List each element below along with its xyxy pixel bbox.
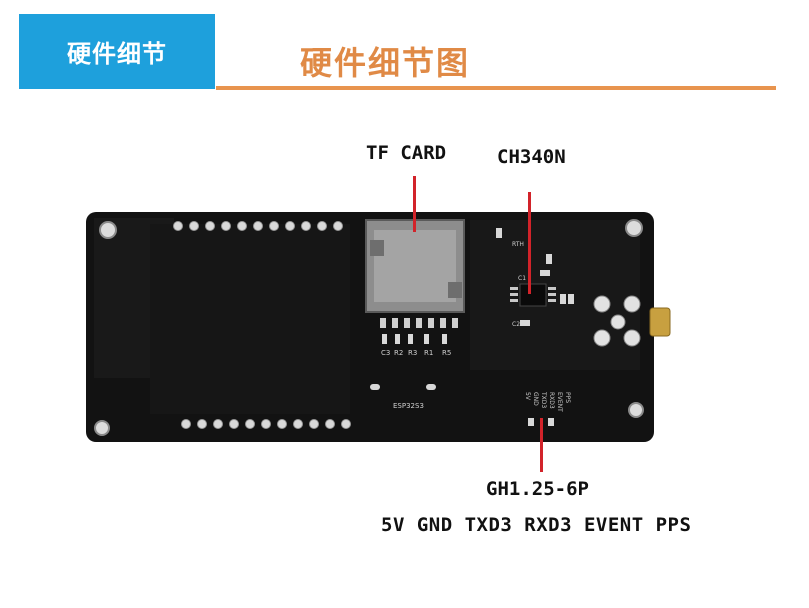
pcb-trace-area <box>150 224 350 414</box>
page-title: 硬件细节图 <box>300 44 471 82</box>
ch340n-silk: RTH C1 C2 <box>512 241 526 328</box>
section-tag: 硬件细节 <box>19 14 215 89</box>
passive-components <box>382 334 447 344</box>
silk-c2: C2 <box>512 321 520 328</box>
tf-card-label: TF CARD <box>366 142 447 164</box>
silk-pin-txd3: TXD3 <box>540 391 547 408</box>
silk-c3: C3 <box>381 349 390 357</box>
mounting-holes <box>94 219 644 436</box>
ch340n-label: CH340N <box>497 146 566 168</box>
silk-pin-rxd3: RXD3 <box>548 392 555 409</box>
gh-connector-label: GH1.25-6P <box>486 478 589 500</box>
silk-c1: C1 <box>518 275 526 282</box>
gh-connector-pads <box>528 418 554 426</box>
gh-pin-silk: 5V GND TXD3 RXD3 EVENT PPS <box>524 391 571 412</box>
silk-r3: R3 <box>408 349 417 357</box>
ch340n-chip <box>510 283 556 307</box>
silk-pin-pps: PPS <box>564 392 571 403</box>
ch340n-passives <box>496 228 574 326</box>
tf-card-pointer <box>413 176 416 232</box>
silk-pin-gnd: GND <box>532 392 539 406</box>
ch340n-pointer <box>528 192 531 294</box>
pinout-label: 5V GND TXD3 RXD3 EVENT PPS <box>381 514 692 536</box>
gh-connector-pointer <box>540 418 543 472</box>
bottom-header-pins <box>181 419 351 429</box>
silk-rth: RTH <box>512 241 524 248</box>
silk-r2: R2 <box>394 349 403 357</box>
silk-r1: R1 <box>424 349 433 357</box>
tf-card-slot <box>365 219 465 328</box>
silk-esp32s3: ESP32S3 <box>393 402 424 410</box>
title-underline <box>216 86 776 90</box>
pad-right <box>426 384 436 390</box>
silk-pin-5v: 5V <box>524 392 531 401</box>
sma-connector <box>593 295 671 347</box>
silk-r5: R5 <box>442 349 451 357</box>
top-header-pins <box>173 221 343 231</box>
pad-left <box>370 384 380 390</box>
passive-labels: C3 R2 R3 R1 R5 <box>381 349 451 357</box>
silk-pin-event: EVENT <box>556 392 563 412</box>
